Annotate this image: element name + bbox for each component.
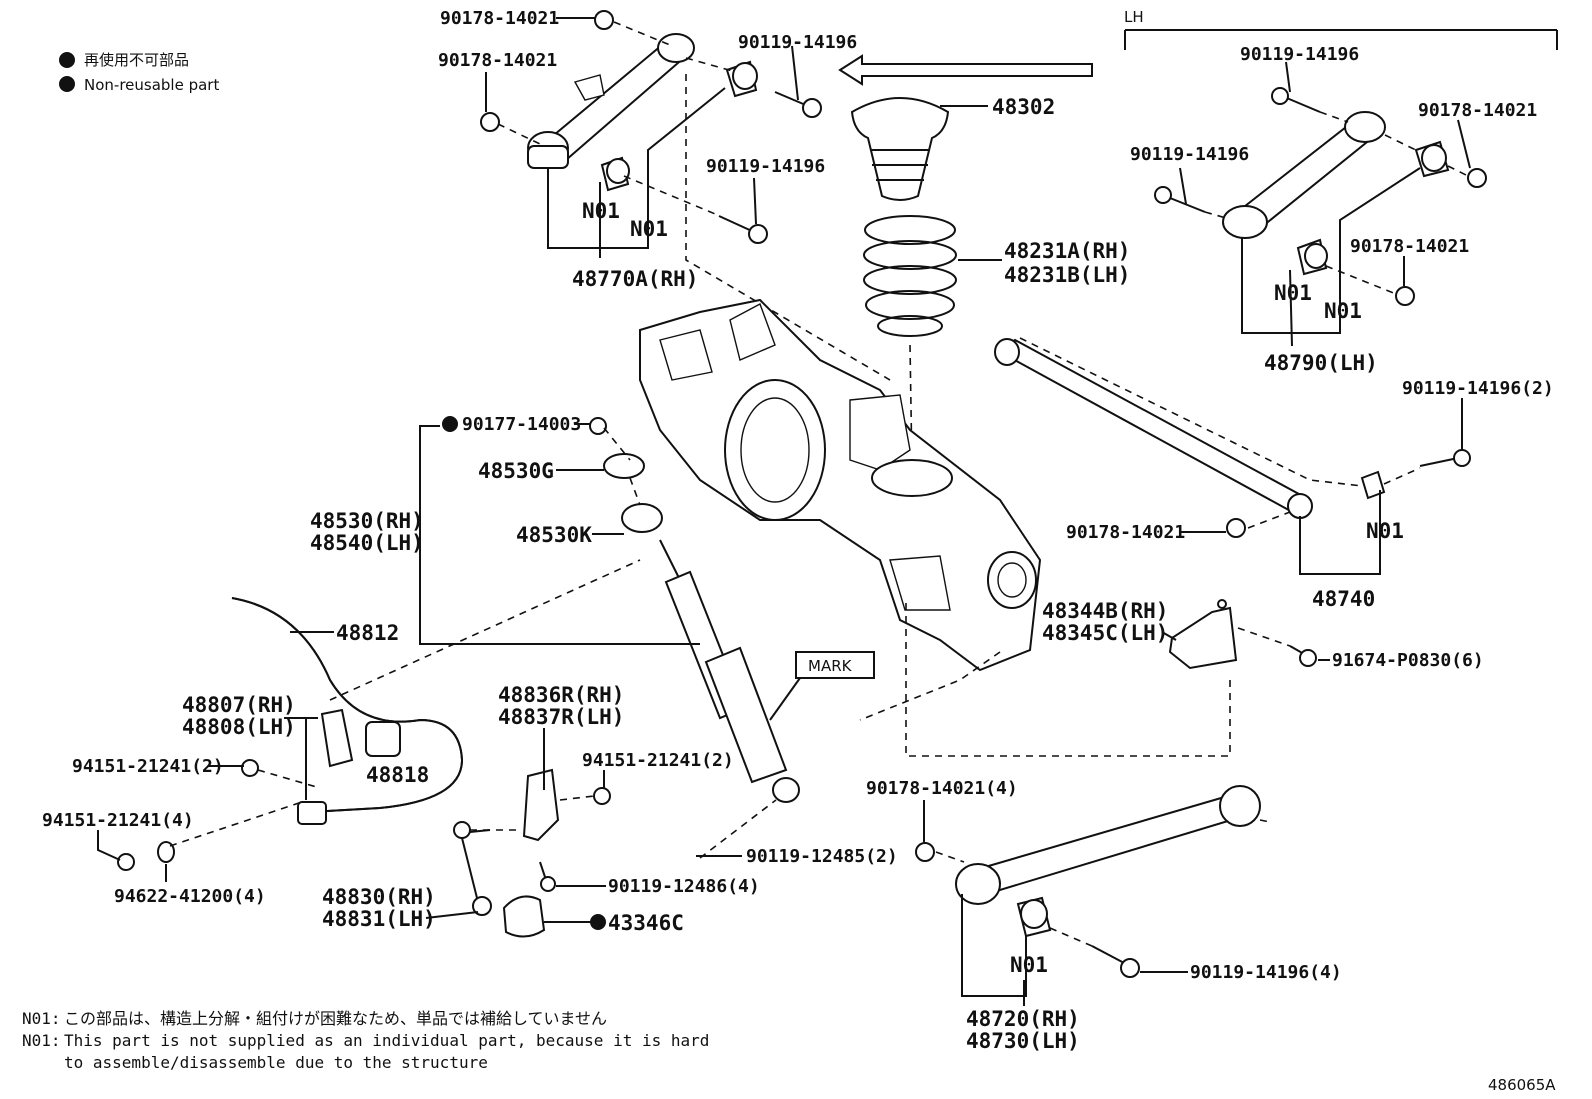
callout-48812: 48812 (336, 621, 399, 645)
callout-48530k: 48530K (516, 523, 592, 547)
callout-90119-12486: 90119-12486(4) (608, 876, 760, 897)
non-reusable-dot-icon (59, 52, 75, 68)
callout-48808: 48808(LH) (182, 715, 296, 739)
leader-lines (97, 17, 1471, 1006)
footnotes: N01: この部品は、構造上分解・組付けが困難なため、単品では補給していません … (22, 1009, 1556, 1094)
callout-n01-a: N01 (582, 199, 620, 223)
callout-90178-14021-4: 90178-14021(4) (866, 778, 1018, 799)
callout-lh-90178-14021-a: 90178-14021 (1418, 100, 1537, 121)
callout-n01-c: N01 (1366, 519, 1404, 543)
callout-90119-14196-mid: 90119-14196 (706, 156, 825, 177)
stabilizer-bar (117, 559, 641, 871)
direction-arrow (838, 54, 1093, 86)
lh-bracket-label: LH (1124, 8, 1144, 26)
lateral-rod-bracket (905, 599, 1317, 757)
callout-48830: 48830(RH) (322, 885, 436, 909)
callout-90178-14021-left: 90178-14021 (438, 50, 557, 71)
callout-48836r: 48836R(RH) (498, 683, 624, 707)
callout-48790: 48790(LH) (1264, 351, 1378, 375)
note-en-line2: to assemble/disassemble due to the struc… (64, 1053, 488, 1072)
callout-48807: 48807(RH) (182, 693, 296, 717)
non-reusable-dot-icon (442, 416, 458, 432)
non-reusable-dot-icon (59, 76, 75, 92)
callout-48818: 48818 (366, 763, 429, 787)
callout-48302: 48302 (992, 95, 1055, 119)
callout-lh-90119-14196-a: 90119-14196 (1240, 44, 1359, 65)
callout-90119-14196-4: 90119-14196(4) (1190, 962, 1342, 983)
upper-control-arm-rh (480, 10, 891, 381)
part-callouts: 90178-14021 90178-14021 90119-14196 9011… (42, 8, 1554, 1053)
callout-48231a: 48231A(RH) (1004, 239, 1130, 263)
callout-48831: 48831(LH) (322, 907, 436, 931)
callout-48770a: 48770A(RH) (572, 267, 698, 291)
callout-48720: 48720(RH) (966, 1007, 1080, 1031)
callout-94151-21241-2-left: 94151-21241(2) (72, 756, 224, 777)
coil-spring (863, 215, 957, 337)
callout-48530: 48530(RH) (310, 509, 424, 533)
axle-housing (639, 298, 1042, 672)
note-en-prefix: N01: (22, 1031, 61, 1050)
callout-90178-14021-top: 90178-14021 (440, 8, 559, 29)
legend: 再使用不可部品 Non-reusable part (59, 51, 219, 94)
callout-43346c: 43346C (608, 911, 684, 935)
lower-control-arm (859, 651, 1271, 978)
callout-48344b: 48344B(RH) (1042, 599, 1168, 623)
callout-90119-14196-2: 90119-14196(2) (1402, 378, 1554, 399)
callout-n01-d: N01 (1010, 953, 1048, 977)
callout-48730: 48730(LH) (966, 1029, 1080, 1053)
stabilizer-link (453, 768, 611, 938)
callout-lh-90178-14021-b: 90178-14021 (1350, 236, 1469, 257)
upper-control-arm-lh (1124, 29, 1558, 306)
legend-en: Non-reusable part (84, 76, 219, 94)
mark-label: MARK (808, 657, 853, 675)
lateral-control-rod (994, 337, 1471, 538)
callout-48530g: 48530G (478, 459, 554, 483)
callout-n01-b: N01 (630, 217, 668, 241)
non-reusable-dot-icon (590, 914, 606, 930)
shock-absorber: MARK (589, 417, 875, 859)
callout-lh-n01-a: N01 (1274, 281, 1312, 305)
bump-stopper (850, 97, 950, 201)
callout-48837r: 48837R(LH) (498, 705, 624, 729)
note-jp-prefix: N01: (22, 1009, 61, 1028)
callout-48345c: 48345C(LH) (1042, 621, 1168, 645)
callout-91674-p0830: 91674-P0830(6) (1332, 650, 1484, 671)
callout-48231b: 48231B(LH) (1004, 263, 1130, 287)
callout-lh-n01-b: N01 (1324, 299, 1362, 323)
callout-90119-12485: 90119-12485(2) (746, 846, 898, 867)
callout-lh-90119-14196-b: 90119-14196 (1130, 144, 1249, 165)
note-en-line1: This part is not supplied as an individu… (64, 1031, 709, 1050)
callout-48540: 48540(LH) (310, 531, 424, 555)
callout-94622-41200: 94622-41200(4) (114, 886, 266, 907)
callout-90178-14021-right: 90178-14021 (1066, 522, 1185, 543)
legend-jp: 再使用不可部品 (84, 51, 189, 69)
diagram-id: 486065A (1488, 1076, 1556, 1094)
callout-48740: 48740 (1312, 587, 1375, 611)
callout-94151-21241-4: 94151-21241(4) (42, 810, 194, 831)
callout-94151-21241-2-right: 94151-21241(2) (582, 750, 734, 771)
note-jp-text: この部品は、構造上分解・組付けが困難なため、単品では補給していません (64, 1009, 607, 1028)
callout-90119-14196-top: 90119-14196 (738, 32, 857, 53)
callout-90177-14003: 90177-14003 (462, 414, 581, 435)
